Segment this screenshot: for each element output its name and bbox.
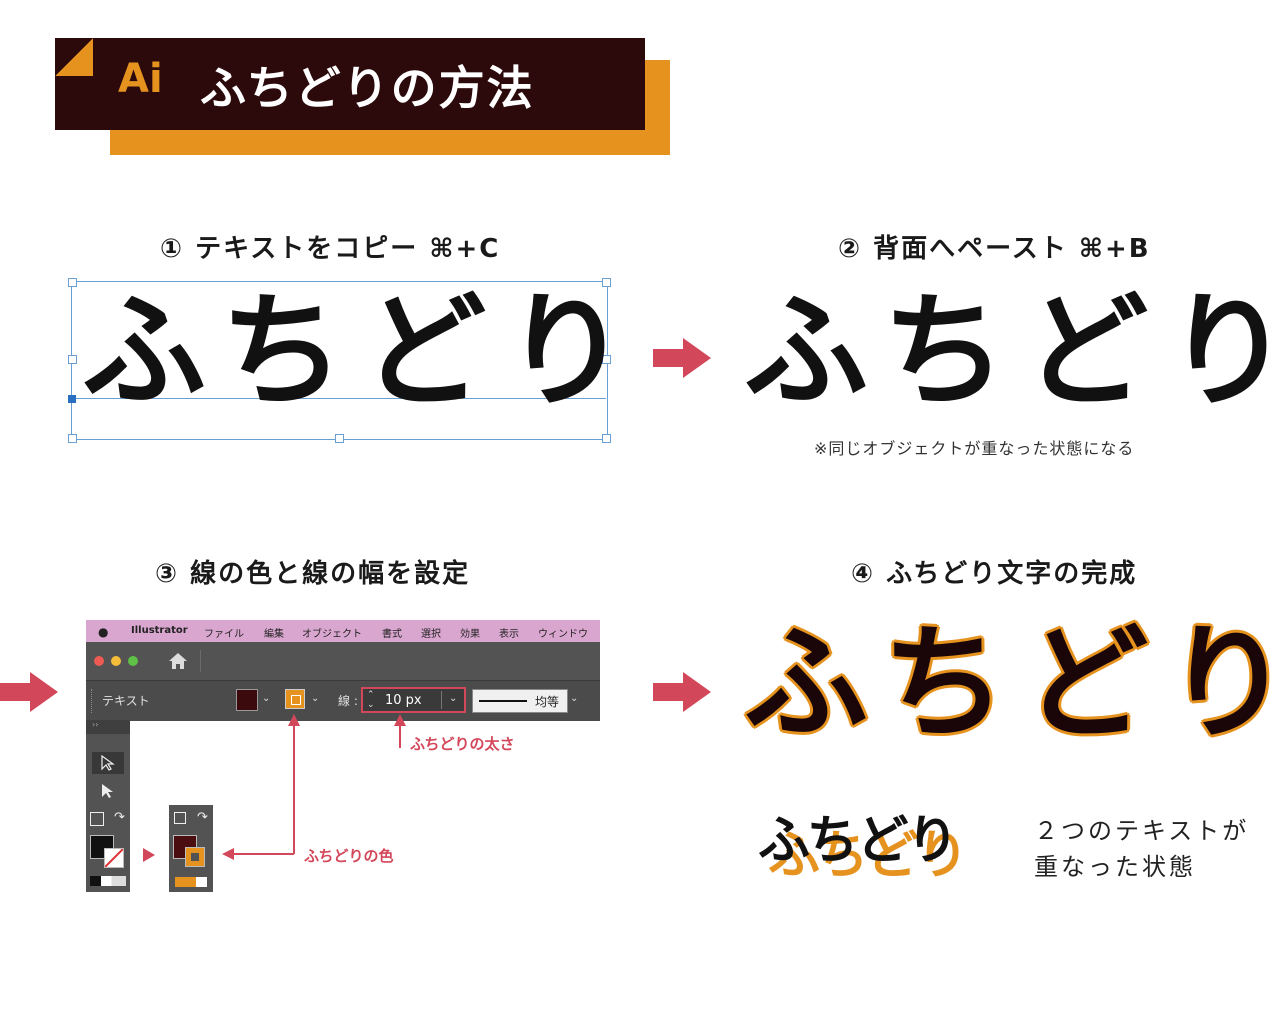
offset-front-word: ふちどり bbox=[758, 811, 958, 871]
control-bar: テキスト ⌄ ⌄ 線 : ⌃⌄ 10 px ⌄ 均等 ⌄ bbox=[86, 680, 600, 721]
stroke-box[interactable] bbox=[104, 848, 124, 868]
banner-fold bbox=[55, 38, 93, 76]
stroke-label: 線 : bbox=[338, 694, 358, 708]
color-mode-buttons[interactable] bbox=[90, 876, 126, 886]
step3-title: ③ 線の色と線の幅を設定 bbox=[155, 559, 471, 589]
color-panel-after: ↷ bbox=[169, 805, 213, 892]
minimize-button[interactable] bbox=[111, 656, 121, 666]
menu-effect[interactable]: 効果 bbox=[460, 629, 480, 640]
illustrator-window: ● Illustrator ファイル 編集 オブジェクト 書式 選択 効果 表示… bbox=[86, 620, 600, 892]
stroke-profile-label: 均等 bbox=[535, 695, 560, 709]
selection-tool[interactable] bbox=[92, 752, 124, 774]
maximize-button[interactable] bbox=[128, 656, 138, 666]
chevron-down-icon[interactable]: ⌄ bbox=[311, 693, 320, 704]
menu-object[interactable]: オブジェクト bbox=[302, 629, 362, 640]
direct-selection-tool[interactable] bbox=[92, 780, 124, 802]
step1-word: ふちどり bbox=[82, 280, 647, 424]
stroke-box[interactable] bbox=[185, 847, 205, 867]
chevron-down-icon[interactable]: ⌄ bbox=[449, 693, 458, 704]
stroke-width-callout: ふちどりの太さ bbox=[410, 735, 515, 753]
step2-title: ② 背面へペースト ⌘+B bbox=[838, 234, 1151, 264]
selection-handle[interactable] bbox=[335, 434, 344, 443]
color-mode-buttons[interactable] bbox=[175, 877, 207, 887]
swap-icon[interactable]: ↷ bbox=[197, 810, 208, 825]
selection-handle[interactable] bbox=[68, 434, 77, 443]
stroke-width-value[interactable]: 10 px bbox=[385, 693, 422, 708]
stroke-color-callout: ふちどりの色 bbox=[304, 847, 394, 865]
stroke-profile-select[interactable]: 均等 bbox=[472, 689, 568, 713]
divider bbox=[441, 691, 442, 709]
menu-view[interactable]: 表示 bbox=[499, 629, 519, 640]
chevron-down-icon[interactable]: ⌄ bbox=[262, 693, 271, 704]
title-banner bbox=[55, 38, 645, 130]
step4-desc-line1: ２つのテキストが bbox=[1034, 817, 1250, 845]
arrow-right-icon bbox=[653, 338, 711, 378]
title-bar bbox=[86, 642, 600, 680]
arrow-right-icon bbox=[0, 672, 58, 712]
selection-handle[interactable] bbox=[602, 278, 611, 287]
step4-outlined-word: ふちどり bbox=[744, 612, 1280, 756]
stroke-width-field[interactable]: ⌃⌄ 10 px ⌄ bbox=[361, 687, 466, 713]
step4-title: ④ ふちどり文字の完成 bbox=[851, 559, 1138, 589]
chevron-down-icon[interactable]: ⌄ bbox=[570, 693, 579, 704]
menu-select[interactable]: 選択 bbox=[421, 629, 441, 640]
default-colors-icon[interactable] bbox=[174, 812, 186, 824]
annotation-lines bbox=[222, 714, 406, 860]
divider bbox=[200, 650, 201, 672]
page-title: ふちどりの方法 bbox=[200, 61, 535, 115]
offset-back-word: ふちどり bbox=[768, 826, 968, 886]
step4-desc-line2: 重なった状態 bbox=[1034, 853, 1196, 881]
step2-word: ふちどり bbox=[744, 280, 1280, 424]
ai-logo: Ai bbox=[118, 56, 163, 102]
step2-note: ※同じオブジェクトが重なった状態になる bbox=[814, 439, 1135, 458]
swap-icon[interactable]: ↷ bbox=[114, 810, 125, 825]
stroke-swatch[interactable] bbox=[285, 689, 305, 709]
selection-handle[interactable] bbox=[68, 278, 77, 287]
text-baseline bbox=[71, 398, 606, 399]
step1-title: ① テキストをコピー ⌘+C bbox=[160, 234, 501, 264]
direct-select-icon bbox=[102, 784, 113, 798]
menu-window[interactable]: ウィンドウ bbox=[538, 629, 588, 640]
arrow-right-icon bbox=[653, 672, 711, 712]
cursor-arrow-icon bbox=[101, 754, 115, 771]
stroke-line-preview bbox=[479, 700, 527, 702]
home-icon[interactable] bbox=[168, 652, 188, 670]
default-colors-icon[interactable] bbox=[90, 812, 104, 826]
menu-bar: ● Illustrator ファイル 編集 オブジェクト 書式 選択 効果 表示… bbox=[86, 620, 600, 642]
menu-illustrator[interactable]: Illustrator bbox=[131, 625, 188, 636]
menu-file[interactable]: ファイル bbox=[204, 629, 244, 640]
control-bar-label: テキスト bbox=[102, 694, 150, 708]
menu-type[interactable]: 書式 bbox=[382, 629, 402, 640]
fill-swatch[interactable] bbox=[236, 689, 258, 711]
selection-handle[interactable] bbox=[68, 355, 77, 364]
menu-edit[interactable]: 編集 bbox=[264, 629, 284, 640]
apple-icon[interactable]: ● bbox=[98, 625, 109, 639]
selection-handle[interactable] bbox=[602, 434, 611, 443]
triangle-right-icon bbox=[143, 848, 155, 862]
anchor-point[interactable] bbox=[68, 395, 76, 403]
close-button[interactable] bbox=[94, 656, 104, 666]
stepper-icon[interactable]: ⌃⌄ bbox=[367, 690, 375, 710]
selection-handle[interactable] bbox=[602, 355, 611, 364]
grip bbox=[91, 689, 94, 713]
tools-panel-header: ›› bbox=[86, 720, 130, 734]
